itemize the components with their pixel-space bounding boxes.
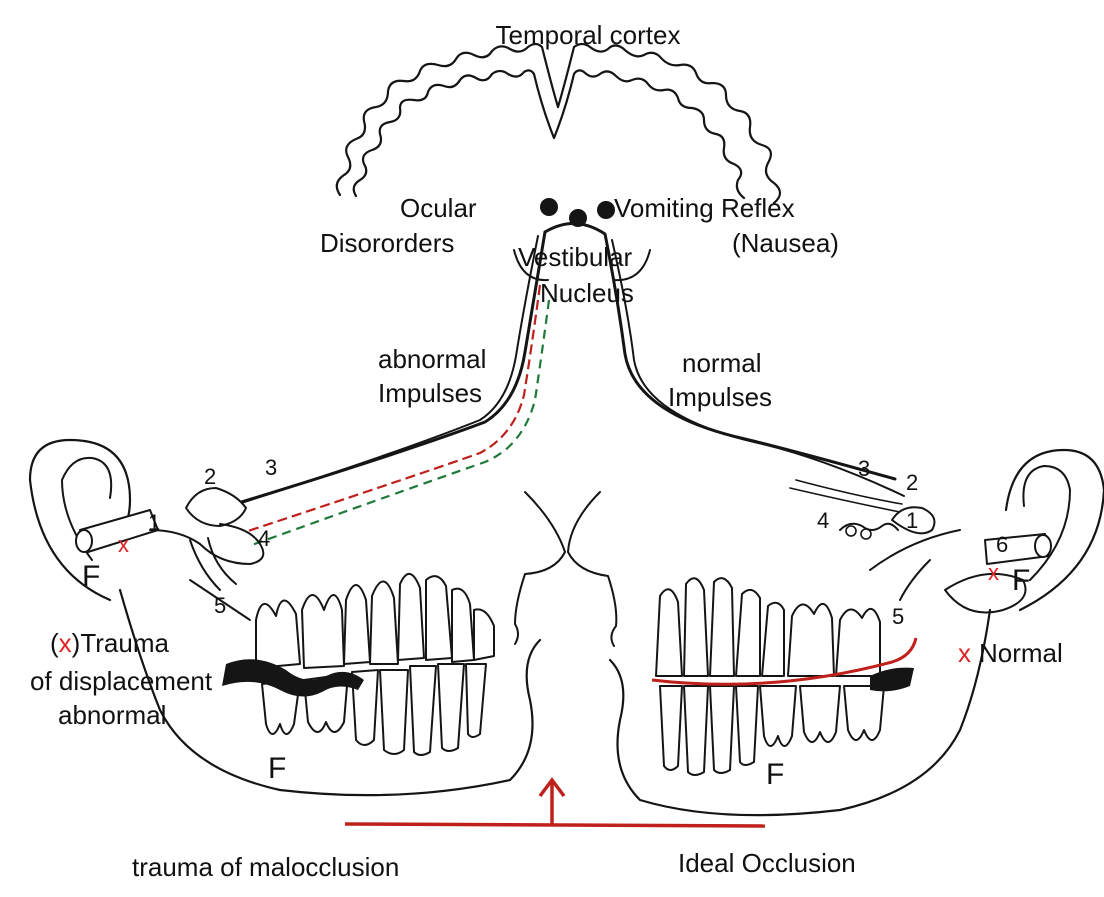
vestibular-label-line1: Vestibular xyxy=(518,242,633,272)
left-number-3: 3 xyxy=(265,455,277,480)
vomiting-label-line1: Vomiting Reflex xyxy=(614,193,795,223)
right-number-6: 6 xyxy=(996,532,1008,557)
trauma-label-line3: abnormal xyxy=(58,700,166,730)
left-number-2: 2 xyxy=(204,464,216,489)
trauma-label-line1: (x)Trauma xyxy=(50,628,169,658)
ocular-label-line1: Ocular xyxy=(400,193,477,223)
right-face-profile xyxy=(568,492,616,646)
right-inner-ear xyxy=(840,507,960,600)
x-mark-left-ear: x xyxy=(118,532,129,557)
left-number-4: 4 xyxy=(258,526,270,551)
f-mark-left-tooth: F xyxy=(268,752,286,785)
left-ear-canal xyxy=(76,510,158,552)
trauma-label-line2: of displacement xyxy=(30,666,213,696)
right-number-2: 2 xyxy=(906,470,918,495)
right-number-3: 3 xyxy=(858,456,870,481)
left-face-profile xyxy=(515,492,565,644)
normal-impulses-line1: normal xyxy=(682,348,761,378)
f-mark-right-tooth: F xyxy=(766,758,784,791)
left-inner-ear xyxy=(150,488,263,590)
right-jaw xyxy=(610,578,990,815)
ocular-label-line2: Disororders xyxy=(320,228,454,258)
abnormal-impulses-line1: abnormal xyxy=(378,344,486,374)
right-number-4: 4 xyxy=(817,508,829,533)
f-mark-right-ear: F xyxy=(1012,564,1030,597)
right-number-5: 5 xyxy=(892,604,904,629)
normal-impulses-line2: Impulses xyxy=(668,382,772,412)
left-number-1: 1 xyxy=(148,510,160,535)
vomiting-label-line2: (Nausea) xyxy=(732,228,839,258)
temporal-cortex-label: Temporal cortex xyxy=(496,20,681,50)
ideal-occlusion-caption: Ideal Occlusion xyxy=(678,848,856,878)
malocclusion-caption: trauma of malocclusion xyxy=(132,852,399,882)
x-mark-right-ear: x xyxy=(988,560,999,585)
occlusion-arrow xyxy=(345,780,765,826)
temporal-cortex-outline xyxy=(337,44,780,203)
left-number-5: 5 xyxy=(214,593,226,618)
abnormal-impulses-line2: Impulses xyxy=(378,378,482,408)
vestibular-label-line2: Nucleus xyxy=(540,278,634,308)
right-number-1: 1 xyxy=(906,508,918,533)
f-mark-left-ear: F xyxy=(82,560,100,593)
